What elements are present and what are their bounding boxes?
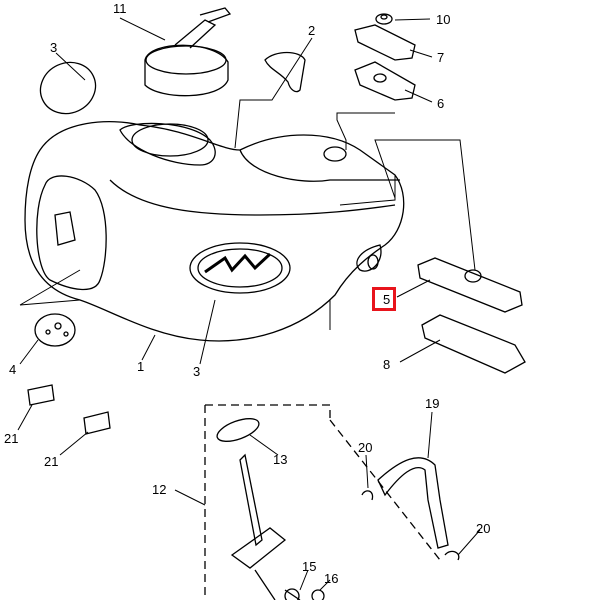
callout-4: 4 [9,362,17,377]
callout-10: 10 [436,12,451,27]
callout-6: 6 [437,96,445,111]
grommet [323,146,347,162]
hose-19 [377,457,449,549]
highlight-box [372,287,396,311]
part-7 [354,24,416,61]
part-2 [264,51,306,93]
callout-8: 8 [383,357,391,372]
callout-2: 2 [308,23,316,38]
damper-4 [34,313,76,347]
pad-21a [27,384,55,406]
clip-20a [361,490,374,501]
oring-13 [216,418,260,442]
clip-20b [444,550,460,561]
callout-13: 13 [273,452,288,467]
callout-3-gasket: 3 [50,40,58,55]
gasket-3 [39,61,97,115]
callout-21b: 21 [44,454,59,469]
callout-19: 19 [425,396,440,411]
callout-1: 1 [137,359,145,374]
fuel-cock-pipe [239,453,263,547]
fuel-tank [24,121,405,342]
tank-logo-emblem [189,242,291,294]
callout-15: 15 [302,559,317,574]
part-6 [354,61,416,101]
callout-20b: 20 [476,521,491,536]
callout-16: 16 [324,571,339,586]
callout-5[interactable]: 5 [383,292,391,307]
callout-21a: 21 [4,431,19,446]
part-8 [421,314,526,374]
callout-3-emblem: 3 [193,364,201,379]
fuel-cock [230,527,287,569]
filler-cap [144,7,232,97]
part-5 [417,257,523,313]
callout-11: 11 [113,1,127,16]
pad-21b [83,411,111,435]
callout-20a: 20 [358,440,373,455]
callout-7: 7 [437,50,445,65]
callout-12: 12 [152,482,167,497]
